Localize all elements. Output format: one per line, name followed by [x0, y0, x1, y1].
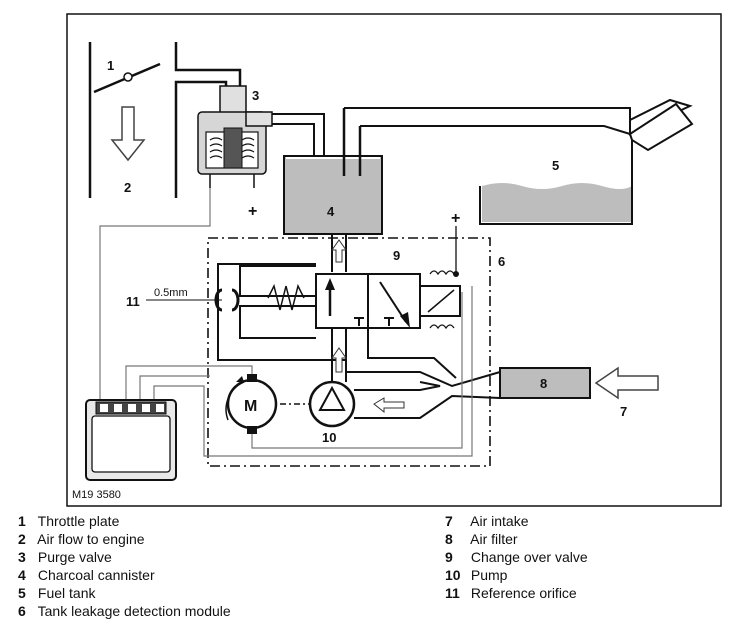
- reference-orifice-size: 0.5mm: [154, 287, 188, 299]
- callout-2: 2: [124, 180, 131, 195]
- purge-valve: [197, 85, 273, 188]
- legend-item: 2 Air flow to engine: [18, 531, 145, 547]
- callout-9: 9: [393, 248, 400, 263]
- change-over-valve-plus-symbol: +: [451, 210, 460, 227]
- callout-10: 10: [322, 430, 336, 445]
- leak-detection-module-boundary: [207, 237, 491, 467]
- engine-control-unit: [85, 399, 177, 481]
- pump-motor: [225, 374, 278, 434]
- legend-item: 9 Change over valve: [445, 549, 588, 565]
- callout-7: 7: [620, 404, 627, 419]
- legend-item: 1 Throttle plate: [18, 513, 120, 529]
- figure-code: M19 3580: [72, 489, 121, 501]
- pump: [308, 380, 356, 428]
- throttle-body: [88, 42, 242, 198]
- diagram-frame: [66, 13, 722, 507]
- callout-4: 4: [327, 204, 335, 219]
- legend-item: 10 Pump: [445, 567, 508, 583]
- air-intake-line: [346, 371, 501, 388]
- air-flow-arrow-icon: [110, 106, 146, 162]
- purge-valve-plus-symbol: +: [248, 203, 257, 220]
- flow-arrow-icon: [373, 397, 405, 414]
- air-filter: [499, 367, 591, 399]
- fuel-tank: [344, 98, 694, 225]
- callout-11: 11: [126, 294, 140, 309]
- purge-line: [272, 113, 325, 160]
- callout-3: 3: [252, 88, 259, 103]
- ecu-wire: [99, 188, 211, 402]
- callout-1: 1: [107, 58, 114, 73]
- legend-left: 1 Throttle plate 2 Air flow to engine 3 …: [18, 512, 231, 620]
- legend-item: 7 Air intake: [445, 513, 529, 529]
- legend-item: 6 Tank leakage detection module: [18, 603, 231, 619]
- reference-orifice-line: [239, 265, 316, 297]
- motor-symbol: M: [244, 398, 257, 415]
- callout-5: 5: [552, 158, 559, 173]
- charcoal-cannister: [283, 155, 383, 235]
- legend-item: 11 Reference orifice: [445, 585, 577, 601]
- air-intake-arrow-icon: [594, 366, 659, 400]
- legend-right: 7 Air intake 8 Air filter 9 Change over …: [445, 512, 588, 602]
- legend-item: 4 Charcoal cannister: [18, 567, 155, 583]
- change-over-valve: [267, 226, 461, 330]
- legend-item: 3 Purge valve: [18, 549, 112, 565]
- evap-system-diagram: + +: [66, 13, 722, 507]
- legend-item: 8 Air filter: [445, 531, 518, 547]
- callout-6: 6: [498, 254, 505, 269]
- callout-8: 8: [540, 376, 547, 391]
- legend-item: 5 Fuel tank: [18, 585, 96, 601]
